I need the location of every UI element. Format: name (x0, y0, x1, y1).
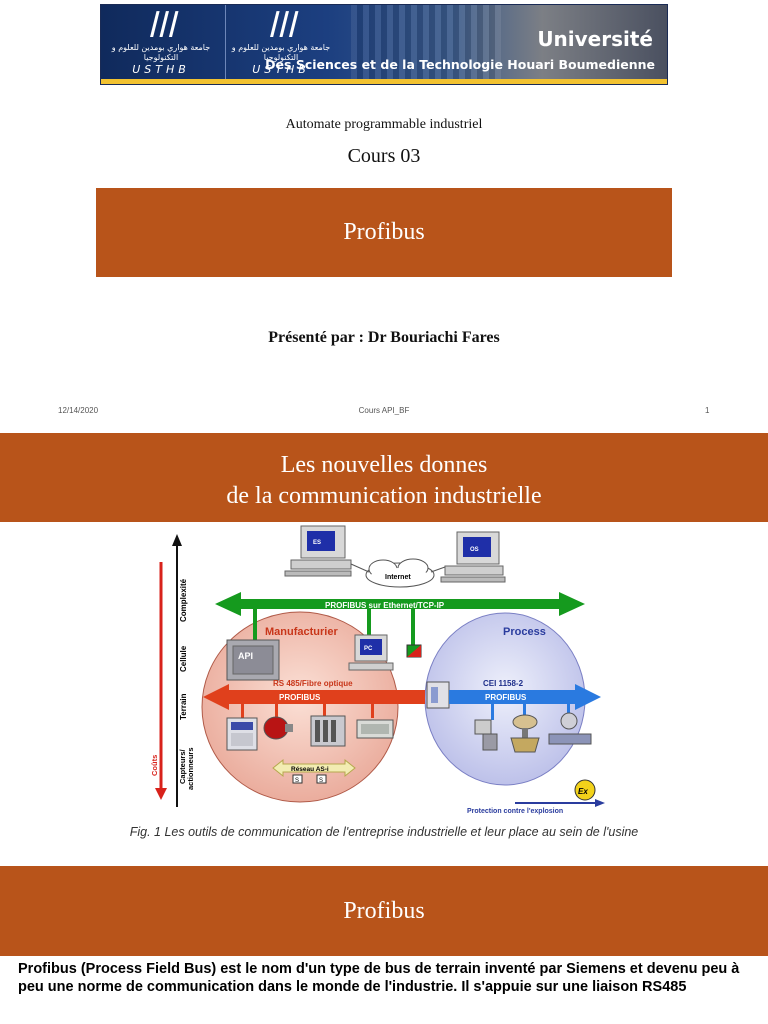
footer-page-number: 1 (705, 406, 710, 415)
footer-date: 12/14/2020 (58, 406, 99, 415)
asi-label: Réseau AS-i (291, 766, 329, 773)
banner-gold-bar (101, 79, 667, 84)
profibus-red-arrow (203, 684, 425, 710)
drop-line (491, 704, 494, 720)
axis-label-capteurs: Capteurs/ (178, 748, 187, 784)
os-computer-icon (440, 531, 506, 583)
drop-line (567, 704, 570, 714)
drop-line (371, 704, 374, 718)
dp-pa-coupler-icon (426, 681, 450, 709)
axis-label-couts: Coûts (150, 755, 159, 776)
manufacturier-label: Manufacturier (265, 626, 338, 638)
figure-caption: Fig. 1 Les outils de communication de l'… (129, 825, 639, 839)
ex-protection-icon (574, 779, 596, 801)
rs485-label: RS 485/Fibre optique (273, 679, 353, 688)
es-computer-icon (284, 525, 352, 577)
usthb-logo-right: ااا جامعة هواري بومدين للعلوم و التكنولو… (231, 6, 331, 76)
footer-course: Cours API_BF (358, 406, 410, 415)
university-banner: ااا جامعة هواري بومدين للعلوم و التكنولو… (100, 4, 668, 85)
profibus-right-label: PROFIBUS (485, 693, 527, 702)
process-label: Process (503, 626, 546, 638)
internet-label: Internet (385, 574, 411, 581)
api-plc-icon (226, 639, 280, 681)
drop-line (523, 704, 526, 716)
axis-arrow-down-red (155, 562, 167, 800)
profibus-left-label: PROFIBUS (279, 693, 321, 702)
banner-separator (225, 5, 226, 79)
building-photo (351, 5, 501, 81)
asi-slave-label: S (295, 778, 299, 784)
control-valve-icon (510, 714, 540, 753)
drop-line (275, 704, 278, 718)
api-label: API (238, 651, 253, 661)
asi-slave-label: S (319, 778, 323, 784)
profibus-blue-arrow (449, 684, 601, 710)
connector-pc (367, 609, 371, 649)
io-module-icon (310, 715, 346, 747)
operator-panel-icon (226, 717, 258, 751)
drop-line (241, 704, 244, 720)
connector-api (253, 609, 257, 642)
course-name: Automate programmable industriel (285, 117, 483, 132)
gateway-coupler-icon (406, 644, 422, 658)
usthb-logo-left: ااا جامعة هواري بومدين للعلوم و التكنولو… (111, 6, 211, 76)
ethernet-label: PROFIBUS sur Ethernet/TCP-IP (325, 601, 445, 610)
asi-network-arrow (272, 758, 356, 778)
slide1-title: Profibus (96, 188, 672, 277)
motor-drive-icon (263, 716, 293, 740)
logo-arabic-text: جامعة هواري بومدين للعلوم و التكنولوجيا (231, 43, 331, 62)
logo-text: USTHB (252, 63, 310, 76)
pressure-transmitter-icon (474, 719, 498, 751)
es-label: ES (313, 540, 321, 546)
protection-arrow (515, 799, 605, 807)
university-title: Université (537, 27, 653, 51)
protection-label: Protection contre l'explosion (467, 808, 563, 815)
drop-line (323, 704, 326, 718)
slide2-title-line2: de la communication industrielle (226, 483, 542, 509)
connector-gateway (411, 609, 415, 645)
axis-label-terrain: Terrain (179, 693, 188, 720)
remote-io-icon (356, 719, 394, 739)
slide2-title-line1: Les nouvelles donnes (280, 452, 488, 478)
pc-computer-icon (348, 634, 394, 671)
os-label: OS (470, 547, 479, 553)
course-number: Cours 03 (347, 145, 421, 167)
presenter: Présenté par : Dr Bouriachi Fares (268, 329, 500, 346)
communication-diagram: Complexité Cellule Terrain Capteurs/ act… (150, 525, 605, 815)
axis-arrow-up (172, 534, 182, 807)
flowmeter-icon (548, 712, 592, 745)
logo-arabic-text: جامعة هواري بومدين للعلوم و التكنولوجيا (111, 43, 211, 62)
profibus-definition: Profibus (Process Field Bus) est le nom … (18, 961, 740, 995)
cei-label: CEI 1158-2 (483, 679, 524, 688)
axis-label-complexite: Complexité (179, 578, 188, 622)
internet-cloud-icon (350, 558, 446, 588)
asi-slave-icon (292, 774, 327, 784)
ex-label: Ex (578, 787, 588, 796)
slide3-title: Profibus (0, 866, 768, 956)
logo-mark-icon: ااا (266, 6, 296, 46)
logo-text: USTHB (132, 63, 190, 76)
logo-mark-icon: ااا (146, 6, 176, 46)
ethernet-bus-arrow (215, 592, 585, 616)
university-subtitle: Des Sciences et de la Technologie Houari… (265, 57, 655, 72)
axis-label-cellule: Cellule (179, 645, 188, 672)
axis-label-actionneurs: actionneurs (186, 747, 195, 790)
pc-label: PC (364, 646, 373, 652)
slide2-title: Les nouvelles donnes de la communication… (0, 433, 768, 522)
